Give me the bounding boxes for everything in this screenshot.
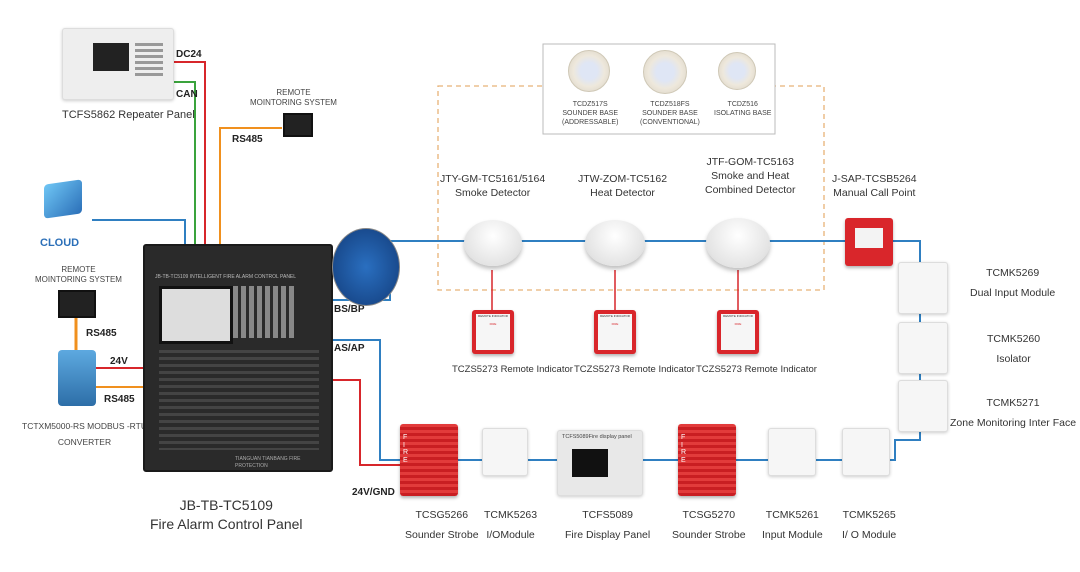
fire-display-panel-image: TCFS5089Fire display panel (557, 430, 643, 496)
repeater-screen (93, 43, 129, 71)
io-module-image (842, 428, 890, 476)
converter-image (58, 350, 96, 406)
sounder-strobe-image: FIRE (400, 424, 458, 496)
as-ap-label: AS/AP (334, 343, 365, 354)
can-label: CAN (176, 89, 198, 100)
input-module-image (768, 428, 816, 476)
dual-input-module-image (898, 262, 948, 314)
converter-rs485-label: RS485 (104, 394, 135, 405)
remote-indicator-label: TCZS5273 Remote Indicator (696, 364, 817, 375)
isolating-base-image (718, 52, 756, 90)
isolator-image (898, 322, 948, 374)
panel-indicator-grid (159, 350, 319, 450)
sounder-base-conventional-image (643, 50, 687, 94)
monitor-icon (283, 113, 313, 137)
control-panel-image: JB-TB-TC5109 INTELLIGENT FIRE ALARM CONT… (143, 244, 333, 472)
sounder-base-addressable-image (568, 50, 610, 92)
remote-indicator-label: TCZS5273 Remote Indicator (452, 364, 573, 375)
power-bus-label: 24V/GND (352, 487, 395, 498)
repeater-panel-image (62, 28, 174, 100)
cloud-icon (44, 179, 82, 219)
panel-face-title: JB-TB-TC5109 INTELLIGENT FIRE ALARM CONT… (155, 274, 297, 280)
power-wire (330, 379, 400, 466)
sounder-strobe-image: FIRE (678, 424, 736, 496)
converter-24v-label: 24V (110, 356, 128, 367)
heat-detector-image (585, 220, 645, 266)
bs-bp-label: BS/BP (334, 304, 365, 315)
repeater-label: TCFS5862 Repeater Panel (62, 109, 195, 121)
cloud-wire (92, 219, 186, 246)
remote-indicator-label: TCZS5273 Remote Indicator (574, 364, 695, 375)
combined-detector-image (706, 218, 770, 268)
io-module-image (482, 428, 528, 476)
manual-call-point-image (845, 218, 893, 266)
panel-brand: TIANGUAN TIANBANG FIRE PROTECTION (235, 456, 301, 469)
monitor-icon (58, 290, 96, 318)
smoke-detector-image (464, 220, 522, 266)
dc24-label: DC24 (176, 49, 202, 60)
zone-monitoring-interface-image (898, 380, 948, 432)
terminal-detail-image (332, 228, 400, 306)
panel-keypad (233, 286, 297, 338)
panel-screen (159, 286, 233, 344)
rs485-left-label: RS485 (86, 328, 117, 339)
rs485-top-wire (219, 127, 282, 246)
can-wire (112, 81, 196, 246)
as-ap-return-wire (330, 339, 921, 461)
cloud-label: CLOUD (40, 237, 80, 249)
repeater-keypad (135, 43, 163, 79)
rs485-top-label: RS485 (232, 134, 263, 145)
